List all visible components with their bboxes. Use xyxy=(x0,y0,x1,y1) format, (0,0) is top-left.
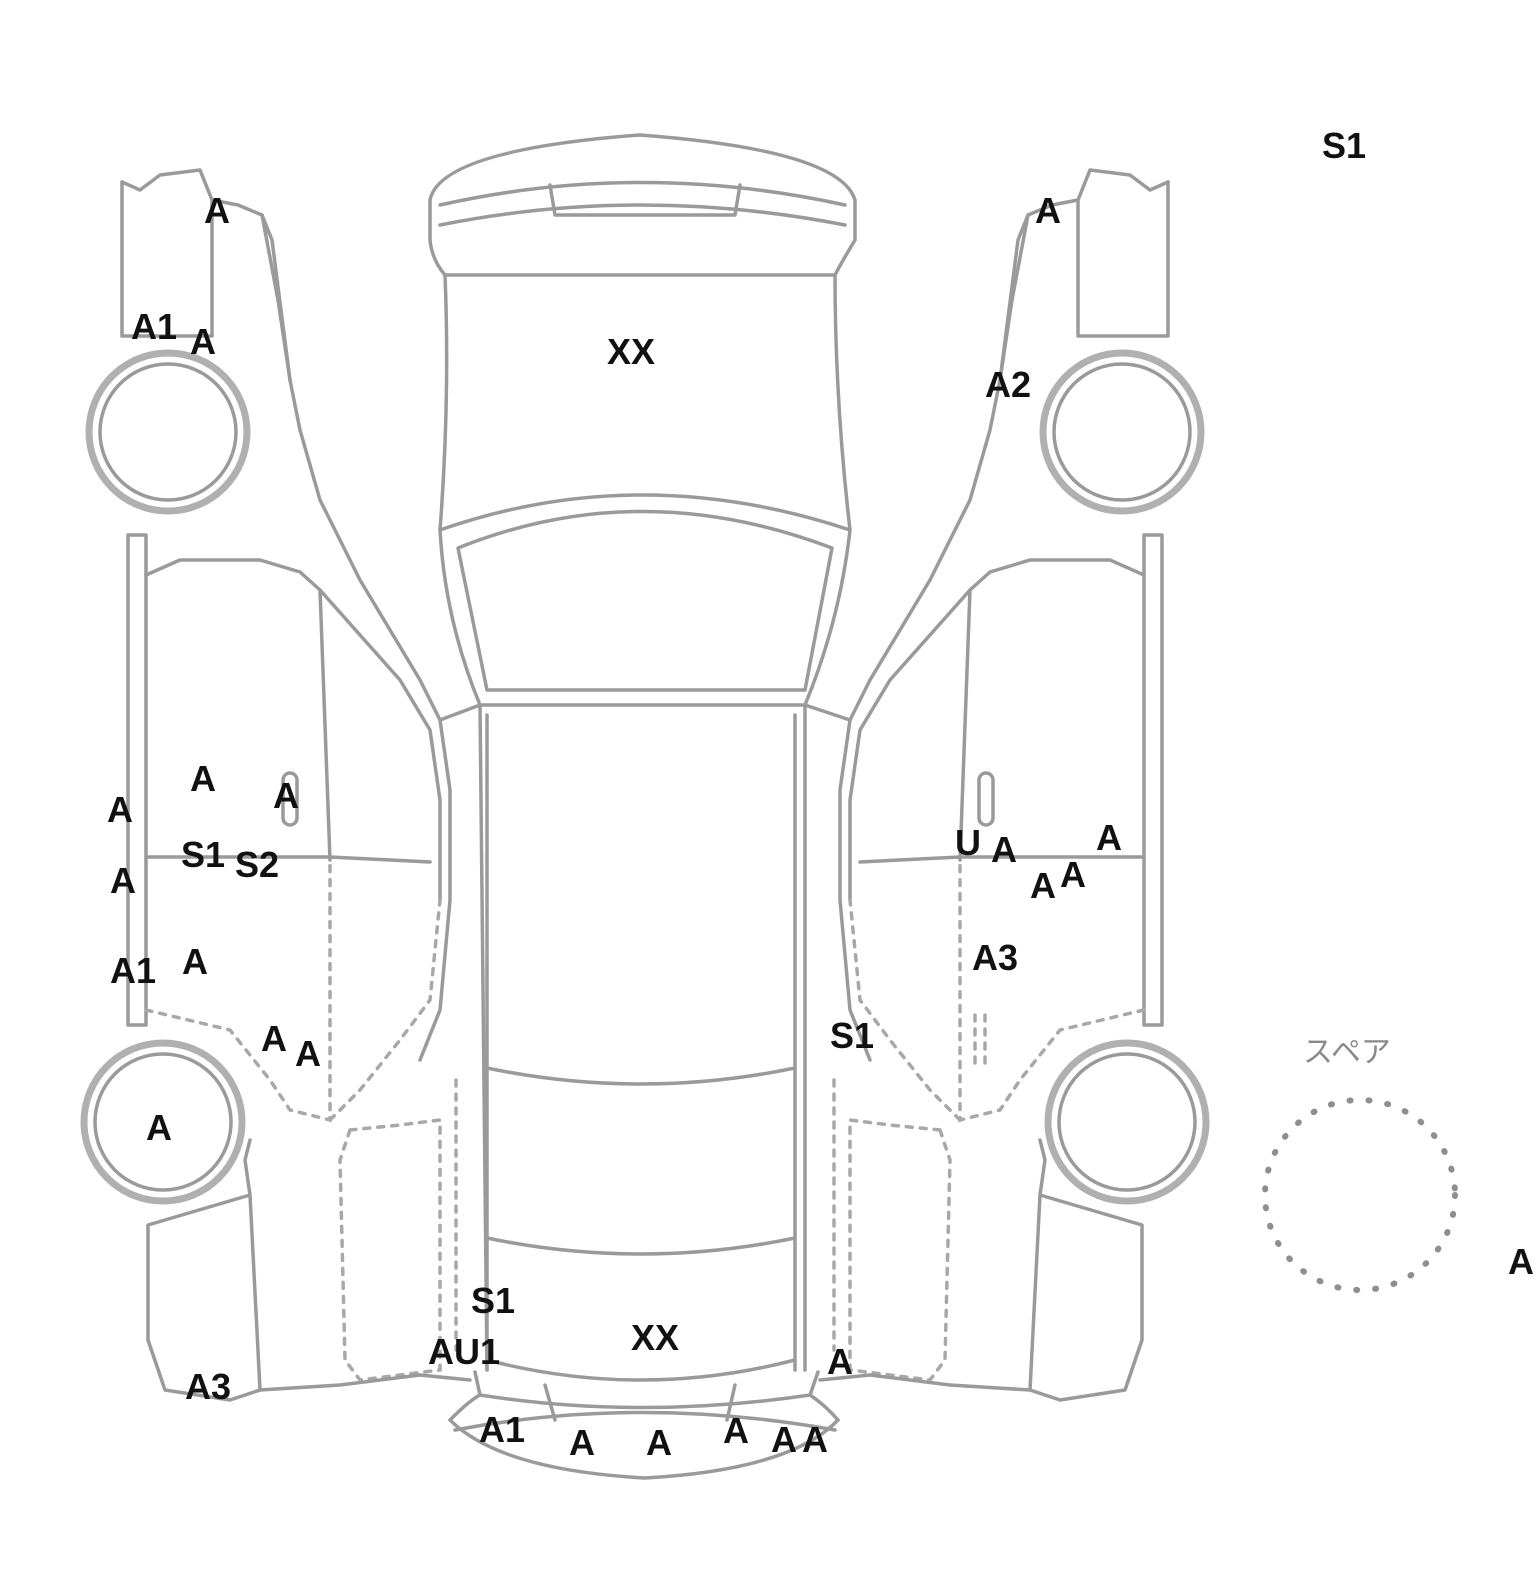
damage-code-mark: A xyxy=(295,1033,321,1074)
damage-code-mark: XX xyxy=(631,1317,680,1358)
damage-code-mark: A1 xyxy=(479,1409,526,1450)
damage-code-mark: A xyxy=(110,860,136,901)
damage-code-mark: A xyxy=(1508,1241,1534,1282)
damage-code-mark: A xyxy=(1030,865,1056,906)
damage-code-mark: A3 xyxy=(972,937,1019,978)
damage-code-mark: A xyxy=(569,1422,595,1463)
damage-code-mark: A xyxy=(723,1410,749,1451)
damage-code-mark: A xyxy=(273,775,299,816)
damage-code-mark: AU1 xyxy=(428,1331,501,1372)
damage-code-mark: A1 xyxy=(131,306,178,347)
damage-code-mark: A1 xyxy=(110,950,157,991)
damage-code-mark: A xyxy=(1035,190,1061,231)
right-side-view xyxy=(818,168,1210,1402)
damage-code-mark: S1 xyxy=(830,1015,875,1056)
damage-code-mark: A xyxy=(1060,854,1086,895)
damage-code-mark: A xyxy=(1096,817,1122,858)
damage-code-mark: A xyxy=(991,829,1017,870)
damage-code-mark: A xyxy=(646,1422,672,1463)
damage-code-mark: S1 xyxy=(1322,125,1367,166)
damage-code-mark: A xyxy=(146,1107,172,1148)
damage-code-mark: A xyxy=(107,789,133,830)
damage-code-mark: A xyxy=(204,190,230,231)
damage-code-mark: S2 xyxy=(235,844,280,885)
damage-code-mark: A3 xyxy=(185,1366,232,1407)
damage-code-mark: A2 xyxy=(985,364,1032,405)
damage-code-mark: A xyxy=(802,1419,828,1460)
damage-code-mark: S1 xyxy=(181,834,226,875)
damage-code-mark: U xyxy=(955,822,981,863)
spare-tire-label: スペア xyxy=(1303,1035,1391,1070)
damage-code-mark: A xyxy=(190,321,216,362)
top-view xyxy=(428,133,857,1480)
damage-code-mark: A xyxy=(182,941,208,982)
damage-code-mark: A xyxy=(190,758,216,799)
damage-code-mark: A xyxy=(261,1018,287,1059)
damage-code-mark: XX xyxy=(607,331,656,372)
damage-code-mark: S1 xyxy=(471,1280,516,1321)
damage-code-mark: A xyxy=(771,1419,797,1460)
left-side-view xyxy=(80,168,472,1402)
spare-tire-outline xyxy=(1262,1097,1458,1293)
damage-code-mark: A xyxy=(827,1341,853,1382)
